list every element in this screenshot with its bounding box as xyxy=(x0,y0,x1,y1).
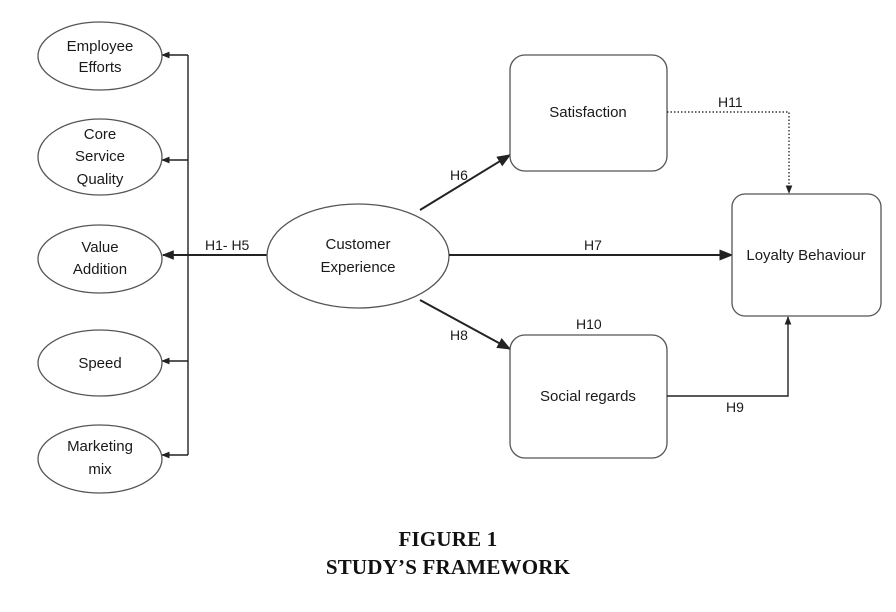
edge-label-h11: H11 xyxy=(718,94,743,110)
node-satisfaction: Satisfaction xyxy=(509,54,668,172)
edge-h6 xyxy=(419,154,512,211)
edge-label-h9: H9 xyxy=(726,399,744,415)
node-text-line: Service xyxy=(75,148,125,165)
node-loyalty-behaviour: Loyalty Behaviour xyxy=(731,193,882,317)
figure-caption-number: FIGURE 1 xyxy=(398,527,498,551)
edge-h9 xyxy=(667,316,792,397)
node-text-line: mix xyxy=(88,461,112,478)
node-text-line: Employee xyxy=(67,38,134,55)
figure-caption-title: STUDY’S FRAMEWORK xyxy=(325,555,571,579)
node-text-line: Speed xyxy=(78,355,121,372)
node-text-line: Customer xyxy=(325,236,390,253)
node-social-regards: Social regards xyxy=(509,334,668,459)
edge-h11 xyxy=(667,111,793,194)
node-text-line: Social regards xyxy=(540,388,636,405)
edge-label-h1-h5: H1- H5 xyxy=(205,237,250,253)
node-text-line: Experience xyxy=(320,259,395,276)
node-employee-efforts: Employee Efforts xyxy=(37,21,163,91)
node-text-line: Loyalty Behaviour xyxy=(746,247,865,264)
edge-label-h7: H7 xyxy=(584,237,602,253)
node-customer-experience: Customer Experience xyxy=(266,203,450,309)
node-marketing-mix: Marketing mix xyxy=(37,424,163,494)
node-text-line: Addition xyxy=(73,261,127,278)
node-text-line: Efforts xyxy=(78,59,121,76)
node-text-line: Satisfaction xyxy=(549,104,627,121)
node-speed: Speed xyxy=(37,329,163,397)
edge-label-h6: H6 xyxy=(450,167,468,183)
edge-label-h8: H8 xyxy=(450,327,468,343)
edge-h1-h5-bus xyxy=(161,51,268,459)
node-text-line: Marketing xyxy=(67,438,133,455)
node-core-service-quality: Core Service Quality xyxy=(37,118,163,196)
node-text-line: Core xyxy=(84,126,117,143)
node-text-line: Value xyxy=(81,239,118,256)
edge-label-h10: H10 xyxy=(576,316,602,332)
node-text-line: Quality xyxy=(77,171,124,188)
node-value-addition: Value Addition xyxy=(37,224,163,294)
edge-h8 xyxy=(419,299,512,350)
